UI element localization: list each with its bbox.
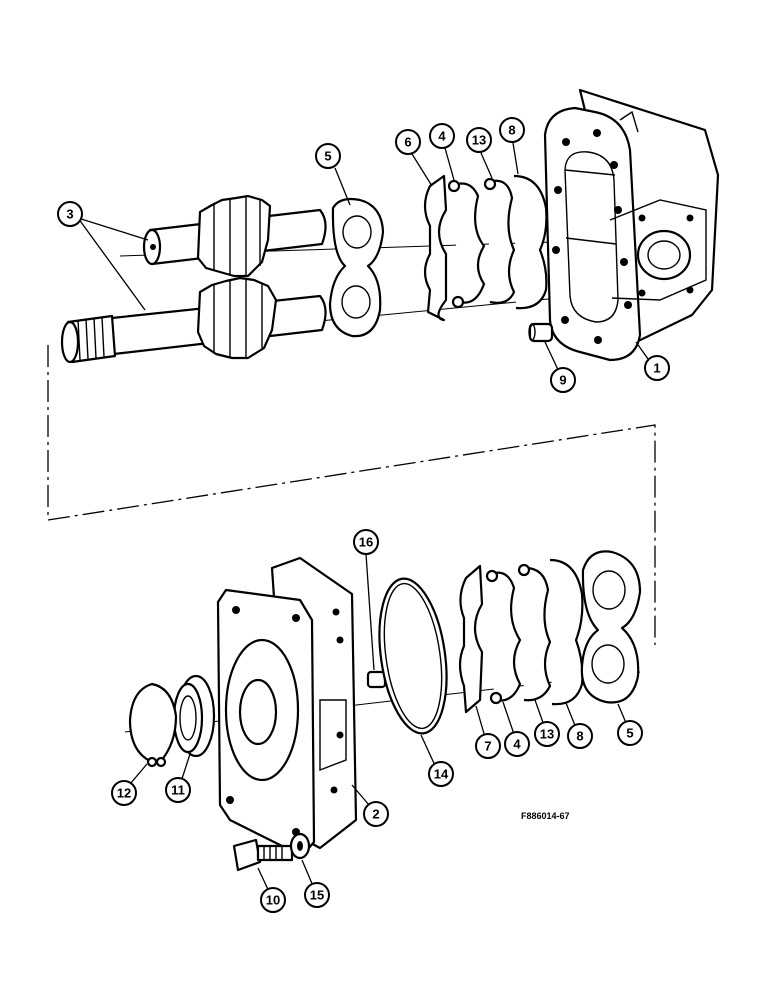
- svg-text:6: 6: [404, 135, 411, 150]
- svg-text:11: 11: [171, 783, 185, 798]
- o-ring: [378, 577, 448, 735]
- idler-gear-shaft: [142, 194, 327, 278]
- shaft-seal: [172, 674, 216, 758]
- pump-body: [543, 88, 720, 362]
- gasket-8-lower: [549, 558, 584, 706]
- svg-text:5: 5: [626, 726, 633, 741]
- svg-text:5: 5: [324, 149, 331, 164]
- callout-13-lower: 13: [534, 721, 560, 747]
- svg-text:12: 12: [117, 786, 131, 801]
- callout-9: 9: [550, 367, 576, 393]
- bolt: [232, 838, 294, 872]
- callout-1: 1: [644, 355, 670, 381]
- svg-text:3: 3: [66, 207, 73, 222]
- gasket-8-upper: [513, 174, 548, 310]
- svg-text:14: 14: [434, 767, 449, 782]
- mounting-flange: [216, 556, 358, 858]
- callout-11: 11: [165, 777, 191, 803]
- svg-text:4: 4: [513, 737, 521, 752]
- seal-4-lower: [485, 569, 522, 705]
- seal-plate-6-upper: [423, 174, 448, 322]
- seal-13-lower: [517, 563, 552, 702]
- callout-4-lower: 4: [504, 731, 530, 757]
- callout-6: 6: [395, 129, 421, 155]
- svg-text:4: 4: [438, 129, 446, 144]
- svg-text:2: 2: [372, 807, 379, 822]
- callout-5-upper: 5: [315, 143, 341, 169]
- lock-washer: [289, 832, 311, 860]
- svg-text:9: 9: [559, 373, 566, 388]
- svg-text:8: 8: [576, 729, 583, 744]
- callout-10: 10: [260, 887, 286, 913]
- snap-ring: [128, 682, 178, 768]
- callout-7: 7: [475, 733, 501, 759]
- drive-gear-shaft: [60, 276, 327, 364]
- thrust-plate-upper: [328, 197, 385, 338]
- dowel-pin: [528, 322, 554, 343]
- callout-5-lower: 5: [617, 720, 643, 746]
- callout-13-upper: 13: [466, 127, 492, 153]
- callout-3: 3: [57, 201, 83, 227]
- thrust-plate-lower: [580, 550, 642, 704]
- callout-2: 2: [363, 801, 389, 827]
- locating-pin: [366, 670, 387, 689]
- seal-plate-7-lower: [458, 564, 484, 714]
- svg-text:15: 15: [310, 888, 324, 903]
- figure-reference: F886014-67: [521, 811, 570, 821]
- svg-text:7: 7: [484, 739, 491, 754]
- svg-text:13: 13: [540, 727, 554, 742]
- seal-13-upper: [483, 177, 516, 304]
- svg-text:8: 8: [508, 123, 515, 138]
- callout-8-lower: 8: [567, 723, 593, 749]
- svg-text:10: 10: [266, 893, 280, 908]
- callout-4-upper: 4: [429, 123, 455, 149]
- svg-text:16: 16: [359, 535, 373, 550]
- svg-text:1: 1: [653, 361, 660, 376]
- callout-8-upper: 8: [499, 117, 525, 143]
- callout-12: 12: [111, 780, 137, 806]
- seal-4-upper: [447, 179, 486, 309]
- svg-text:13: 13: [472, 133, 486, 148]
- callout-16: 16: [353, 529, 379, 555]
- callout-15: 15: [304, 882, 330, 908]
- callout-14: 14: [428, 761, 454, 787]
